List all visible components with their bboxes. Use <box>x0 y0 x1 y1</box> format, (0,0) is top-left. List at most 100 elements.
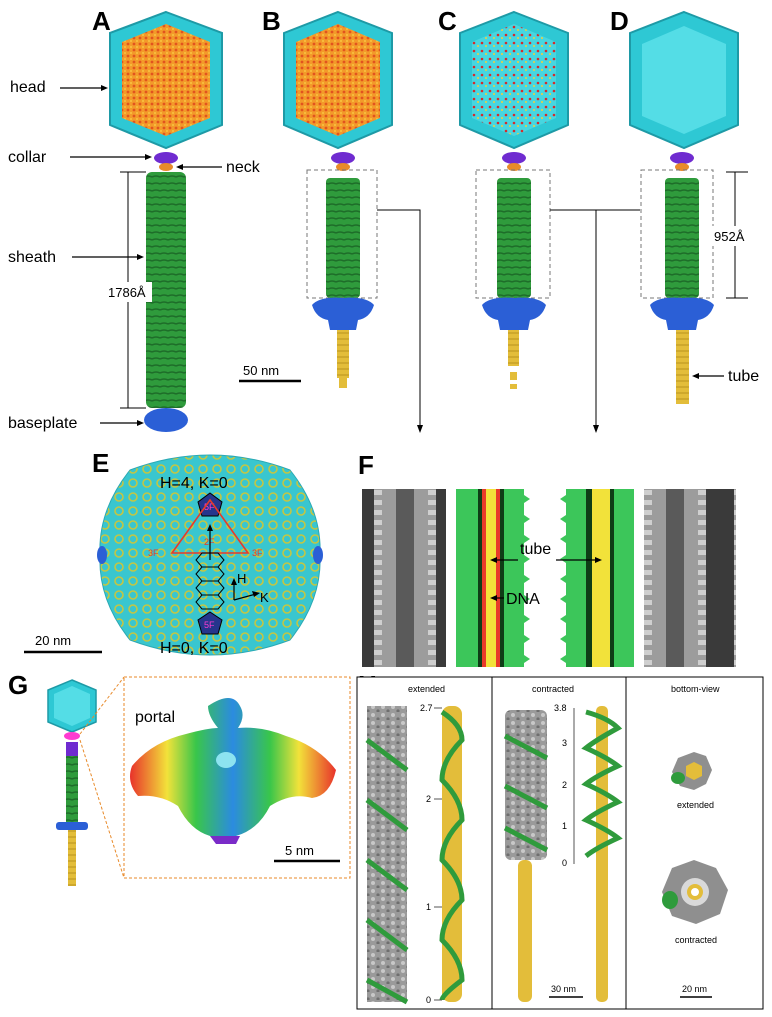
label-collar: collar <box>8 149 47 166</box>
axis-h-label: H <box>237 571 246 586</box>
ext-tick-2-7: 2.7 <box>420 703 433 713</box>
panel-label-b: B <box>262 6 281 36</box>
phage-d-collar <box>670 152 694 164</box>
fold-5-bottom: 5F <box>204 620 215 630</box>
phage-c-sheath <box>497 178 531 298</box>
ext-tick-2: 2 <box>426 794 431 804</box>
arrowhead-c-down <box>593 425 599 433</box>
arrowhead-tube-f-left <box>490 557 497 563</box>
phage-g-sheath-upper <box>66 742 78 756</box>
phage-a-collar <box>154 152 178 164</box>
phage-b-dna <box>296 24 380 136</box>
phage-b-collar <box>331 152 355 164</box>
contracted-tube-helix <box>581 709 623 858</box>
portal-base <box>210 836 240 844</box>
dimension-label-bg-d <box>712 226 758 246</box>
portal-density-map <box>130 698 336 838</box>
phage-b-tube <box>337 330 349 378</box>
con-tick-3-8: 3.8 <box>554 703 567 713</box>
label-sheath: sheath <box>8 249 56 266</box>
arrowhead-collar <box>145 154 152 160</box>
panel-b: B 50 nm <box>239 6 423 433</box>
bottom-view-extended-subunit <box>671 772 685 784</box>
arrowhead-k <box>252 591 260 597</box>
capsid-vertex-right <box>313 546 323 564</box>
zoom-guide-bottom <box>79 739 125 879</box>
label-head: head <box>10 79 46 96</box>
bottom-label-extended: extended <box>677 800 714 810</box>
phage-g-tube <box>68 830 76 886</box>
arrowhead-dna-f <box>490 595 497 601</box>
sheath-cross-section-contracted <box>560 489 634 667</box>
arrowhead-tube-d <box>692 373 699 379</box>
phage-c-tube-fragment-1 <box>510 372 517 380</box>
panel-a: A head collar neck sheath 1786Å baseplat… <box>8 6 261 432</box>
extended-tube-helix <box>439 709 465 1001</box>
arrowhead-h <box>231 578 237 585</box>
pentamer-top <box>197 492 223 517</box>
bottom-view-contracted-lumen <box>691 888 699 896</box>
ext-tick-0: 0 <box>426 995 431 1005</box>
phage-a-neck <box>159 163 173 171</box>
phage-b-sheath <box>326 178 360 298</box>
sheath-cross-section-extended <box>456 489 530 667</box>
phage-d-sheath <box>665 178 699 298</box>
index-top: H=4, K=0 <box>160 475 228 492</box>
scale-label-h-bottom: 20 nm <box>682 984 707 994</box>
dimension-label-a: 1786Å <box>108 285 146 300</box>
label-dna-f: DNA <box>506 591 540 608</box>
arrowhead-neck <box>176 164 183 170</box>
phage-c-dna-sparse <box>472 24 556 136</box>
panel-d: D 952Å tube <box>610 6 759 404</box>
fold-3-left: 3F <box>148 548 159 558</box>
phage-d-tube <box>676 330 689 404</box>
arrowhead-b-down <box>417 425 423 433</box>
phage-d-neck <box>675 163 689 171</box>
connector-b-to-e <box>377 209 421 428</box>
fold-5-top: 5F <box>204 502 215 512</box>
arrowhead-baseplate <box>137 420 144 426</box>
panel-label-e: E <box>92 448 109 478</box>
title-contracted: contracted <box>532 684 574 694</box>
con-tick-0: 0 <box>562 858 567 868</box>
contracted-sheath-helix <box>503 733 549 853</box>
scale-label-b: 50 nm <box>243 363 279 378</box>
phage-a-baseplate <box>144 408 188 432</box>
phage-c-tube-fragment-2 <box>510 384 517 389</box>
con-tick-1: 1 <box>562 821 567 831</box>
contracted-sheath-model <box>505 710 547 860</box>
panel-label-g: G <box>8 670 28 700</box>
title-extended: extended <box>408 684 445 694</box>
label-tube-d: tube <box>728 368 759 385</box>
phage-g-baseplate <box>56 822 88 830</box>
hexagon-lattice <box>195 552 225 610</box>
panel-f: F tube DNA <box>358 450 736 667</box>
em-slice-right <box>644 489 736 667</box>
panel-label-d: D <box>610 6 629 36</box>
panel-label-a: A <box>92 6 111 36</box>
extended-sheath-model <box>367 706 407 1002</box>
portal-channel <box>216 752 236 768</box>
phage-c-collar <box>502 152 526 164</box>
axis-k-label: K <box>260 590 269 605</box>
phage-a-dna <box>122 24 210 136</box>
phage-b-tube-tip <box>339 378 347 388</box>
capsid-vertex-left <box>97 546 107 564</box>
label-portal: portal <box>135 709 175 726</box>
phage-b-baseplate <box>312 297 374 330</box>
panel-h: H extended 2.7 2 1 0 contracted 3.8 3 2 … <box>356 670 764 1010</box>
phage-d-baseplate <box>650 297 714 330</box>
arrowhead-tube-f-right <box>595 557 602 563</box>
zoom-guide-top <box>79 676 125 735</box>
dimension-label-bg-a <box>106 282 152 302</box>
scale-label-h-contracted: 30 nm <box>551 984 576 994</box>
label-tube-f: tube <box>520 541 551 558</box>
panel-label-c: C <box>438 6 457 36</box>
panel-h-frame <box>356 676 764 1010</box>
arrowhead-sheath <box>137 254 144 260</box>
phage-g-sheath <box>66 742 78 822</box>
phage-g-portal <box>64 732 80 740</box>
con-tick-2: 2 <box>562 780 567 790</box>
fold-3-right: 3F <box>252 548 263 558</box>
